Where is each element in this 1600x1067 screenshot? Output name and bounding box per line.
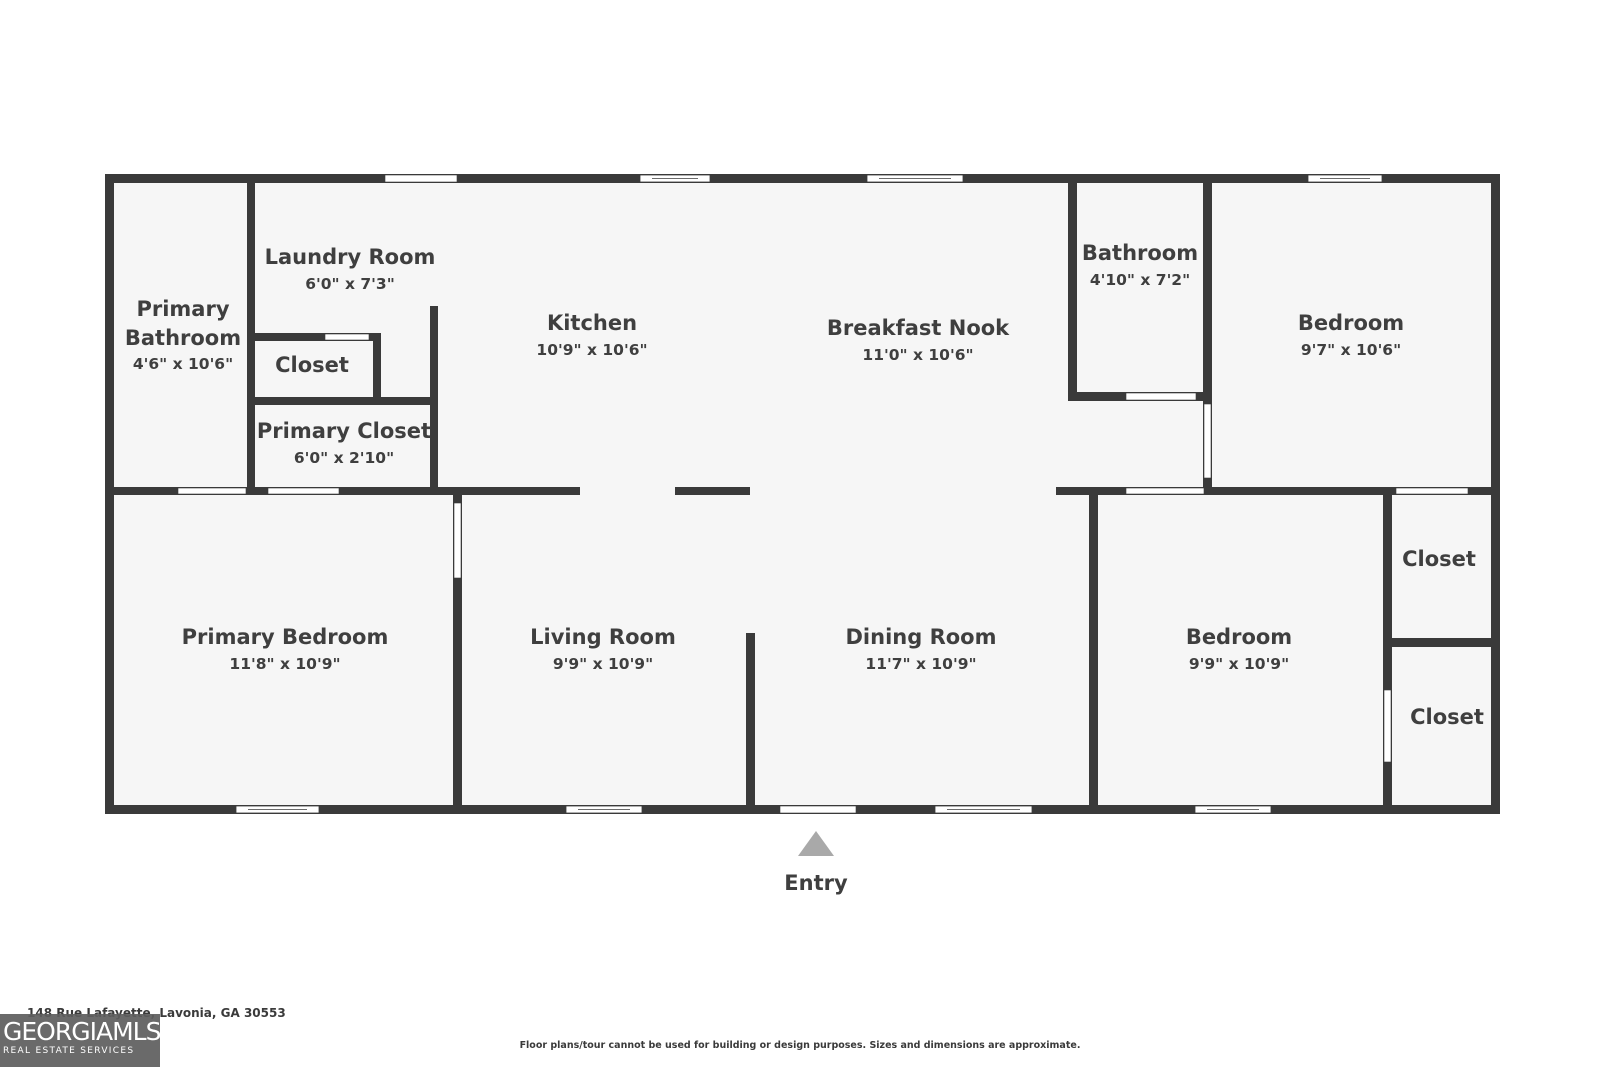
wall-primary-closet-east xyxy=(430,306,438,491)
wall-bedroom-closets xyxy=(1383,495,1392,805)
entry-label: Entry xyxy=(784,871,848,895)
room-name: Bedroom xyxy=(1298,311,1404,335)
opening-primary-closet xyxy=(267,487,340,495)
opening-bedroom-top xyxy=(1203,403,1212,479)
opening-entry xyxy=(779,805,857,814)
wall-mid-right-b xyxy=(1120,487,1500,495)
wall-bathroom-west xyxy=(1068,183,1077,400)
room-dims: 9'9" x 10'9" xyxy=(553,655,653,673)
wall-bedroom-top-west xyxy=(1203,183,1212,495)
disclaimer-text: Floor plans/tour cannot be used for buil… xyxy=(519,1040,1081,1051)
room-name: Bathroom xyxy=(1082,241,1198,265)
room-name: Primary xyxy=(136,297,229,321)
room-closet-laundry: Closet xyxy=(275,353,349,377)
room-name: Closet xyxy=(1410,705,1484,729)
exterior-wall-top xyxy=(105,174,1500,183)
room-name: Bathroom xyxy=(125,326,241,350)
window xyxy=(1194,805,1272,814)
room-labels: Primary Bathroom 4'6" x 10'6" Laundry Ro… xyxy=(125,241,1484,729)
wall-closets-divider xyxy=(1392,638,1491,647)
wall-closet-bottom xyxy=(255,397,438,405)
room-closet-lower-right: Closet xyxy=(1410,705,1484,729)
wall-mid-stub xyxy=(675,487,750,495)
room-bedroom-bottom: Bedroom 9'9" x 10'9" xyxy=(1186,625,1292,673)
logo-wordmark: GEORGIAMLS xyxy=(3,1017,160,1046)
opening-closet-lower xyxy=(1383,689,1392,763)
wall-mid-left xyxy=(114,487,580,495)
windows xyxy=(235,174,1383,814)
room-dims: 4'6" x 10'6" xyxy=(133,355,233,373)
door-openings xyxy=(177,174,1469,814)
wall-primary-bed-east xyxy=(453,495,462,805)
window xyxy=(565,805,643,814)
room-name: Closet xyxy=(1402,547,1476,571)
room-bedroom-top: Bedroom 9'7" x 10'6" xyxy=(1298,311,1404,359)
entry-arrow-icon xyxy=(798,831,834,856)
room-name: Dining Room xyxy=(846,625,997,649)
room-dining-room: Dining Room 11'7" x 10'9" xyxy=(846,625,997,673)
room-laundry-room: Laundry Room 6'0" x 7'3" xyxy=(265,245,436,293)
georgiamls-logo: GEORGIAMLS REAL ESTATE SERVICES xyxy=(0,1014,160,1067)
room-name: Laundry Room xyxy=(265,245,436,269)
room-name: Bedroom xyxy=(1186,625,1292,649)
room-kitchen: Kitchen 10'9" x 10'6" xyxy=(536,311,647,359)
wall-closet-east xyxy=(373,333,381,405)
opening-top-laundry xyxy=(384,174,458,183)
window xyxy=(934,805,1033,814)
opening-closet-top xyxy=(324,333,370,341)
wall-mid-right-a xyxy=(1056,487,1126,495)
room-name: Living Room xyxy=(530,625,676,649)
room-name: Closet xyxy=(275,353,349,377)
room-name: Primary Bedroom xyxy=(182,625,389,649)
room-name: Kitchen xyxy=(547,311,637,335)
logo-tagline: REAL ESTATE SERVICES xyxy=(3,1046,135,1056)
opening-bathroom xyxy=(1125,392,1197,401)
room-primary-bathroom: Primary Bathroom 4'6" x 10'6" xyxy=(125,297,241,373)
room-dims: 11'8" x 10'9" xyxy=(229,655,340,673)
wall-closet-top xyxy=(255,333,381,341)
room-dims: 9'7" x 10'6" xyxy=(1301,341,1401,359)
room-name: Primary Closet xyxy=(257,419,431,443)
entry-marker: Entry xyxy=(784,831,848,895)
wall-dining-bedroom xyxy=(1089,495,1098,805)
opening-bedroom-bottom xyxy=(1125,487,1205,495)
room-primary-closet: Primary Closet 6'0" x 2'10" xyxy=(257,419,431,467)
window xyxy=(866,174,964,183)
room-dims: 11'7" x 10'9" xyxy=(865,655,976,673)
room-closet-upper-right: Closet xyxy=(1402,547,1476,571)
room-dims: 6'0" x 2'10" xyxy=(294,449,394,467)
window xyxy=(1307,174,1383,183)
room-dims: 6'0" x 7'3" xyxy=(305,275,395,293)
window xyxy=(235,805,320,814)
wall-living-dining xyxy=(746,633,755,805)
room-bathroom: Bathroom 4'10" x 7'2" xyxy=(1082,241,1198,289)
exterior-wall-left xyxy=(105,174,114,814)
window xyxy=(639,174,711,183)
room-dims: 4'10" x 7'2" xyxy=(1090,271,1190,289)
room-breakfast-nook: Breakfast Nook 11'0" x 10'6" xyxy=(827,316,1010,364)
room-dims: 10'9" x 10'6" xyxy=(536,341,647,359)
opening-closet-upper xyxy=(1395,487,1469,495)
wall-primary-bath-east xyxy=(247,183,255,491)
room-dims: 11'0" x 10'6" xyxy=(862,346,973,364)
opening-primary-bath xyxy=(177,487,247,495)
room-dims: 9'9" x 10'9" xyxy=(1189,655,1289,673)
room-primary-bedroom: Primary Bedroom 11'8" x 10'9" xyxy=(182,625,389,673)
room-living-room: Living Room 9'9" x 10'9" xyxy=(530,625,676,673)
opening-primary-bed xyxy=(453,502,462,579)
room-name: Breakfast Nook xyxy=(827,316,1010,340)
